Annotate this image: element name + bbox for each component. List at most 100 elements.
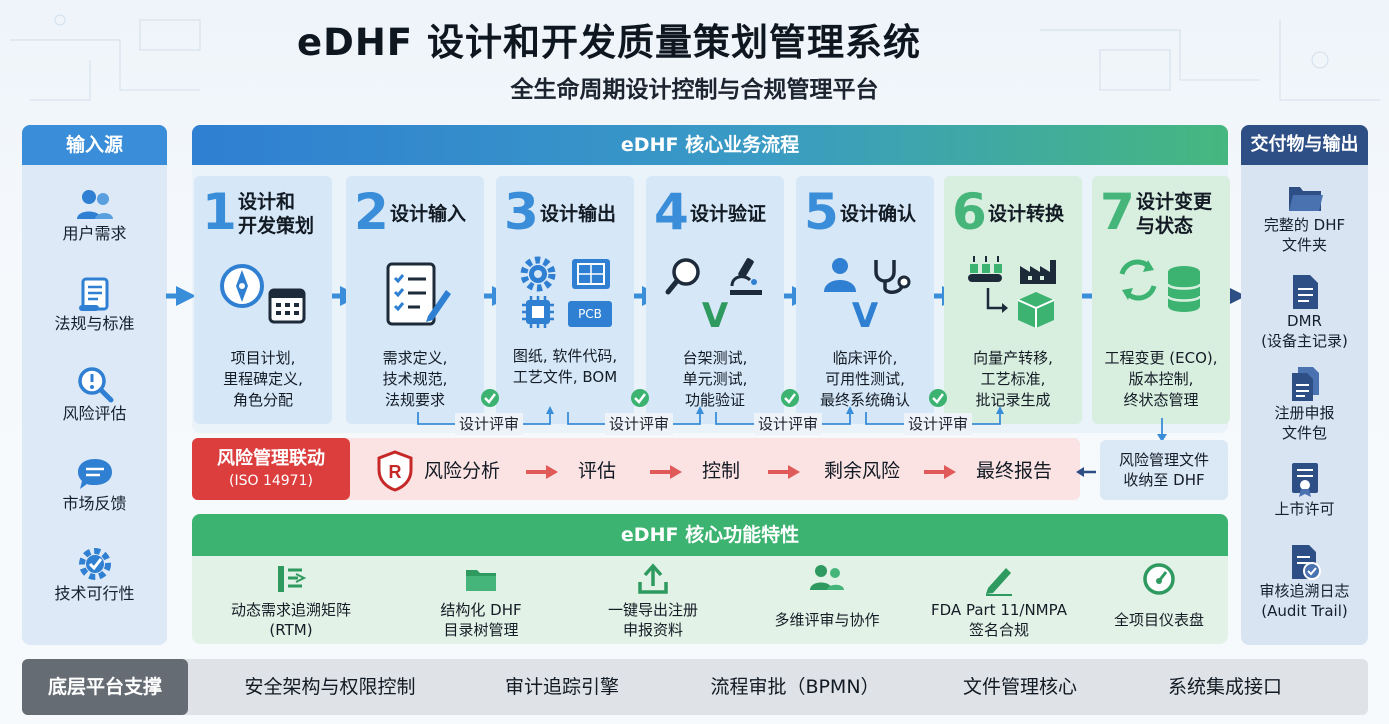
risk-step-residual: 剩余风险	[824, 460, 901, 482]
stage-description: 向量产转移,工艺标准,批记录生成	[973, 349, 1053, 409]
input-item-regulations: 法规与标准	[22, 275, 167, 334]
stage-name: 设计变更与状态	[1136, 191, 1213, 237]
blueprint-icon	[572, 259, 610, 289]
page-title: eDHF 设计和开发质量策划管理系统	[297, 21, 921, 64]
stage-6-transfer: 6 设计转换 向量产转移,工艺标准,批记录生成	[944, 176, 1082, 424]
factory-icon	[1020, 260, 1056, 284]
features-panel	[192, 556, 1228, 644]
risk-step-final-report: 最终报告	[976, 460, 1053, 482]
stage-4-verification: 4 设计验证 V 台架测试,单元测试,功能验证	[646, 176, 784, 424]
refresh-icon	[1119, 259, 1157, 301]
stage-3-design-output: 3 设计输出 PCB 图纸, 软件代码,工艺文件, BOM	[496, 176, 634, 424]
calendar-icon	[268, 288, 306, 324]
magnifier-icon	[665, 258, 700, 295]
risk-step-control: 控制	[702, 460, 741, 482]
stage-description: 图纸, 软件代码,工艺文件, BOM	[512, 347, 618, 386]
background-circuit-decoration	[10, 14, 1380, 101]
stage-name: 设计和开发策划	[238, 191, 315, 237]
stage-name: 设计输入	[390, 203, 467, 225]
checklist-icon	[386, 262, 451, 326]
users-icon	[76, 190, 113, 219]
stage-name: 设计输出	[540, 203, 617, 225]
platform-header: 底层平台支撑	[22, 659, 188, 715]
design-review-label: 设计评审	[904, 413, 973, 435]
risk-search-icon	[77, 367, 113, 403]
check-circle-icons	[481, 389, 947, 407]
platform-item-bpmn: 流程审批（BPMN）	[710, 676, 880, 698]
input-item-label: 用户需求	[62, 224, 127, 243]
folder-icon	[466, 570, 496, 591]
platform-item-integration: 系统集成接口	[1167, 676, 1282, 698]
risk-doc-to-dhf: 风险管理文件收纳至 DHF	[1100, 440, 1228, 500]
chip-icon	[522, 296, 554, 328]
stage-number: 5	[804, 183, 839, 241]
gauge-icon	[1143, 563, 1175, 595]
feature-part11-signature: FDA Part 11/NMPA 签名合规	[914, 562, 1084, 640]
output-dmr: DMR (设备主记录)	[1241, 273, 1368, 351]
input-item-label: 技术可行性	[54, 584, 135, 603]
input-item-label: 市场反馈	[62, 494, 127, 513]
stage-5-validation: 5 设计确认 V 临床评价,可用性测试,最终系统确认	[796, 176, 934, 424]
feature-dhf-tree: 结构化 DHF 目录树管理	[396, 562, 566, 640]
stage-name: 设计确认	[840, 203, 917, 225]
input-item-label: 风险评估	[62, 404, 127, 423]
certificate-icon	[1291, 463, 1318, 497]
input-item-label: 法规与标准	[54, 314, 135, 333]
risk-title: 风险管理联动	[217, 448, 325, 469]
stage-description: 临床评价,可用性测试,最终系统确认	[819, 349, 910, 409]
stage-number: 1	[202, 183, 237, 241]
feature-dashboard: 全项目仪表盘	[1074, 562, 1244, 630]
stage-description: 项目计划,里程碑定义,角色分配	[223, 349, 303, 409]
validation-mark: V	[851, 296, 879, 336]
team-icon	[810, 565, 844, 590]
database-icon	[1166, 266, 1202, 312]
package-icon	[1017, 292, 1055, 328]
scroll-icon	[78, 277, 108, 311]
outputs-header: 交付物与输出	[1241, 125, 1368, 165]
risk-shield-icon: R	[377, 450, 413, 492]
inputs-header: 输入源	[22, 125, 167, 165]
feature-export: 一键导出注册 申报资料	[568, 562, 738, 640]
flow-arrow-icon	[986, 288, 1008, 313]
stage-number: 7	[1100, 183, 1135, 241]
input-item-risk-assessment: 风险评估	[22, 365, 167, 424]
compass-icon	[220, 264, 264, 308]
page-subtitle: 全生命周期设计控制与合规管理平台	[510, 77, 879, 103]
stage-2-design-input: 2 设计输入 需求定义,技术规范,法规要求	[346, 176, 484, 424]
output-audit-trail: 审核追溯日志 (Audit Trail)	[1241, 543, 1368, 621]
traceability-matrix-icon	[278, 566, 307, 592]
gear-icon	[520, 256, 556, 292]
stage-number: 4	[654, 183, 689, 241]
output-market-approval: 上市许可	[1241, 461, 1368, 519]
platform-item-security: 安全架构与权限控制	[244, 676, 416, 698]
pcb-icon: PCB	[568, 301, 612, 327]
chat-icon	[77, 459, 112, 489]
stage-description: 工程变更 (ECO),版本控制,终状态管理	[1104, 349, 1218, 409]
risk-flow-arrows	[526, 465, 1096, 479]
conveyor-icon	[968, 256, 1002, 282]
folder-icon	[1288, 187, 1323, 211]
stage-description: 需求定义,技术规范,法规要求	[382, 349, 448, 409]
audit-log-icon	[1291, 545, 1321, 580]
stage-number: 6	[952, 183, 987, 241]
output-registration-package: 注册申报 文件包	[1241, 365, 1368, 443]
feature-review-collab: 多维评审与协作	[742, 562, 912, 630]
documents-stack-icon	[1291, 367, 1319, 401]
stage-7-change-status: 7 设计变更与状态 工程变更 (ECO),版本控制,终状态管理	[1092, 176, 1230, 424]
feature-rtm: 动态需求追溯矩阵 (RTM)	[206, 562, 376, 640]
input-item-user-needs: 用户需求	[22, 187, 167, 244]
features-header: eDHF 核心功能特性	[192, 514, 1228, 556]
stage-name: 设计转换	[988, 203, 1065, 225]
platform-bar	[22, 659, 1368, 715]
inputs-panel: 用户需求 法规与标准 风险评估 市场反馈 技术可行性	[22, 165, 167, 645]
stage-1-planning: 1 设计和开发策划 项目计划,里程碑定义,角色分配	[194, 176, 332, 424]
stage-description: 台架测试,单元测试,功能验证	[682, 349, 748, 409]
gear-check-icon	[78, 548, 111, 580]
design-review-label: 设计评审	[605, 413, 674, 435]
design-review-label: 设计评审	[455, 413, 524, 435]
upload-icon	[638, 563, 668, 594]
document-icon	[1292, 275, 1318, 309]
process-header: eDHF 核心业务流程	[192, 125, 1228, 165]
stage-number: 3	[504, 183, 539, 241]
risk-standard: (ISO 14971)	[229, 473, 313, 489]
